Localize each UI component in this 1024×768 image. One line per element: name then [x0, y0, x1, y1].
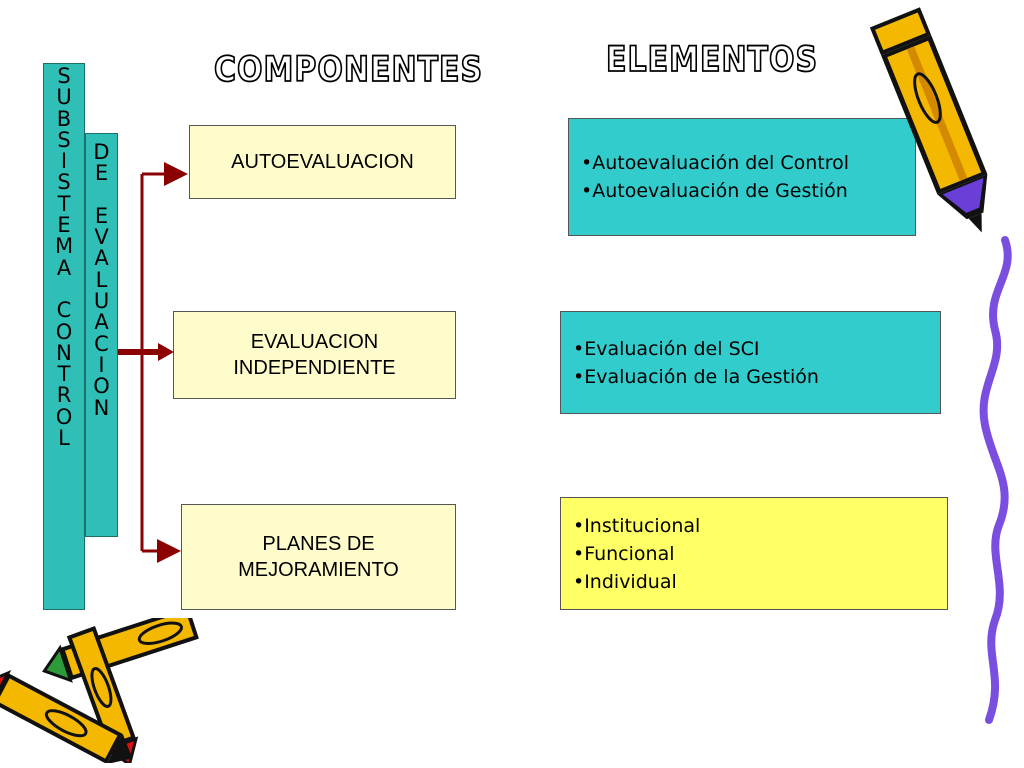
components-header: COMPONENTES — [213, 49, 484, 91]
pencil-icon — [869, 7, 988, 233]
elements-autoevaluacion: •Autoevaluación del Control •Autoevaluac… — [568, 118, 916, 236]
pencils-bundle-icon — [0, 618, 199, 763]
list-item: •Autoevaluación del Control — [581, 152, 850, 174]
list-item: •Evaluación de la Gestión — [573, 365, 819, 388]
list-item: •Autoevaluación de Gestión — [581, 180, 848, 202]
list-item: •Individual — [573, 570, 677, 593]
subsystem-control-text: S U B S I S T E M A C O N T R O L — [54, 64, 74, 451]
arrow-to-evaluacion-head — [158, 343, 174, 361]
elements-header: ELEMENTOS — [605, 39, 819, 81]
component-autoevaluacion: AUTOEVALUACION — [189, 125, 456, 199]
elements-evaluacion-independiente: •Evaluación del SCI •Evaluación de la Ge… — [560, 311, 941, 414]
list-item: •Funcional — [573, 542, 675, 565]
evaluation-bar: D E E V A L U A C I O N — [85, 133, 118, 537]
list-item: •Evaluación del SCI — [573, 337, 760, 360]
list-item: •Institucional — [573, 514, 701, 537]
squiggle-line — [979, 236, 1012, 724]
subsystem-control-bar: S U B S I S T E M A C O N T R O L — [43, 63, 85, 610]
elements-planes: •Institucional •Funcional •Individual — [560, 497, 948, 610]
evaluation-text: D E E V A L U A C I O N — [93, 140, 110, 420]
